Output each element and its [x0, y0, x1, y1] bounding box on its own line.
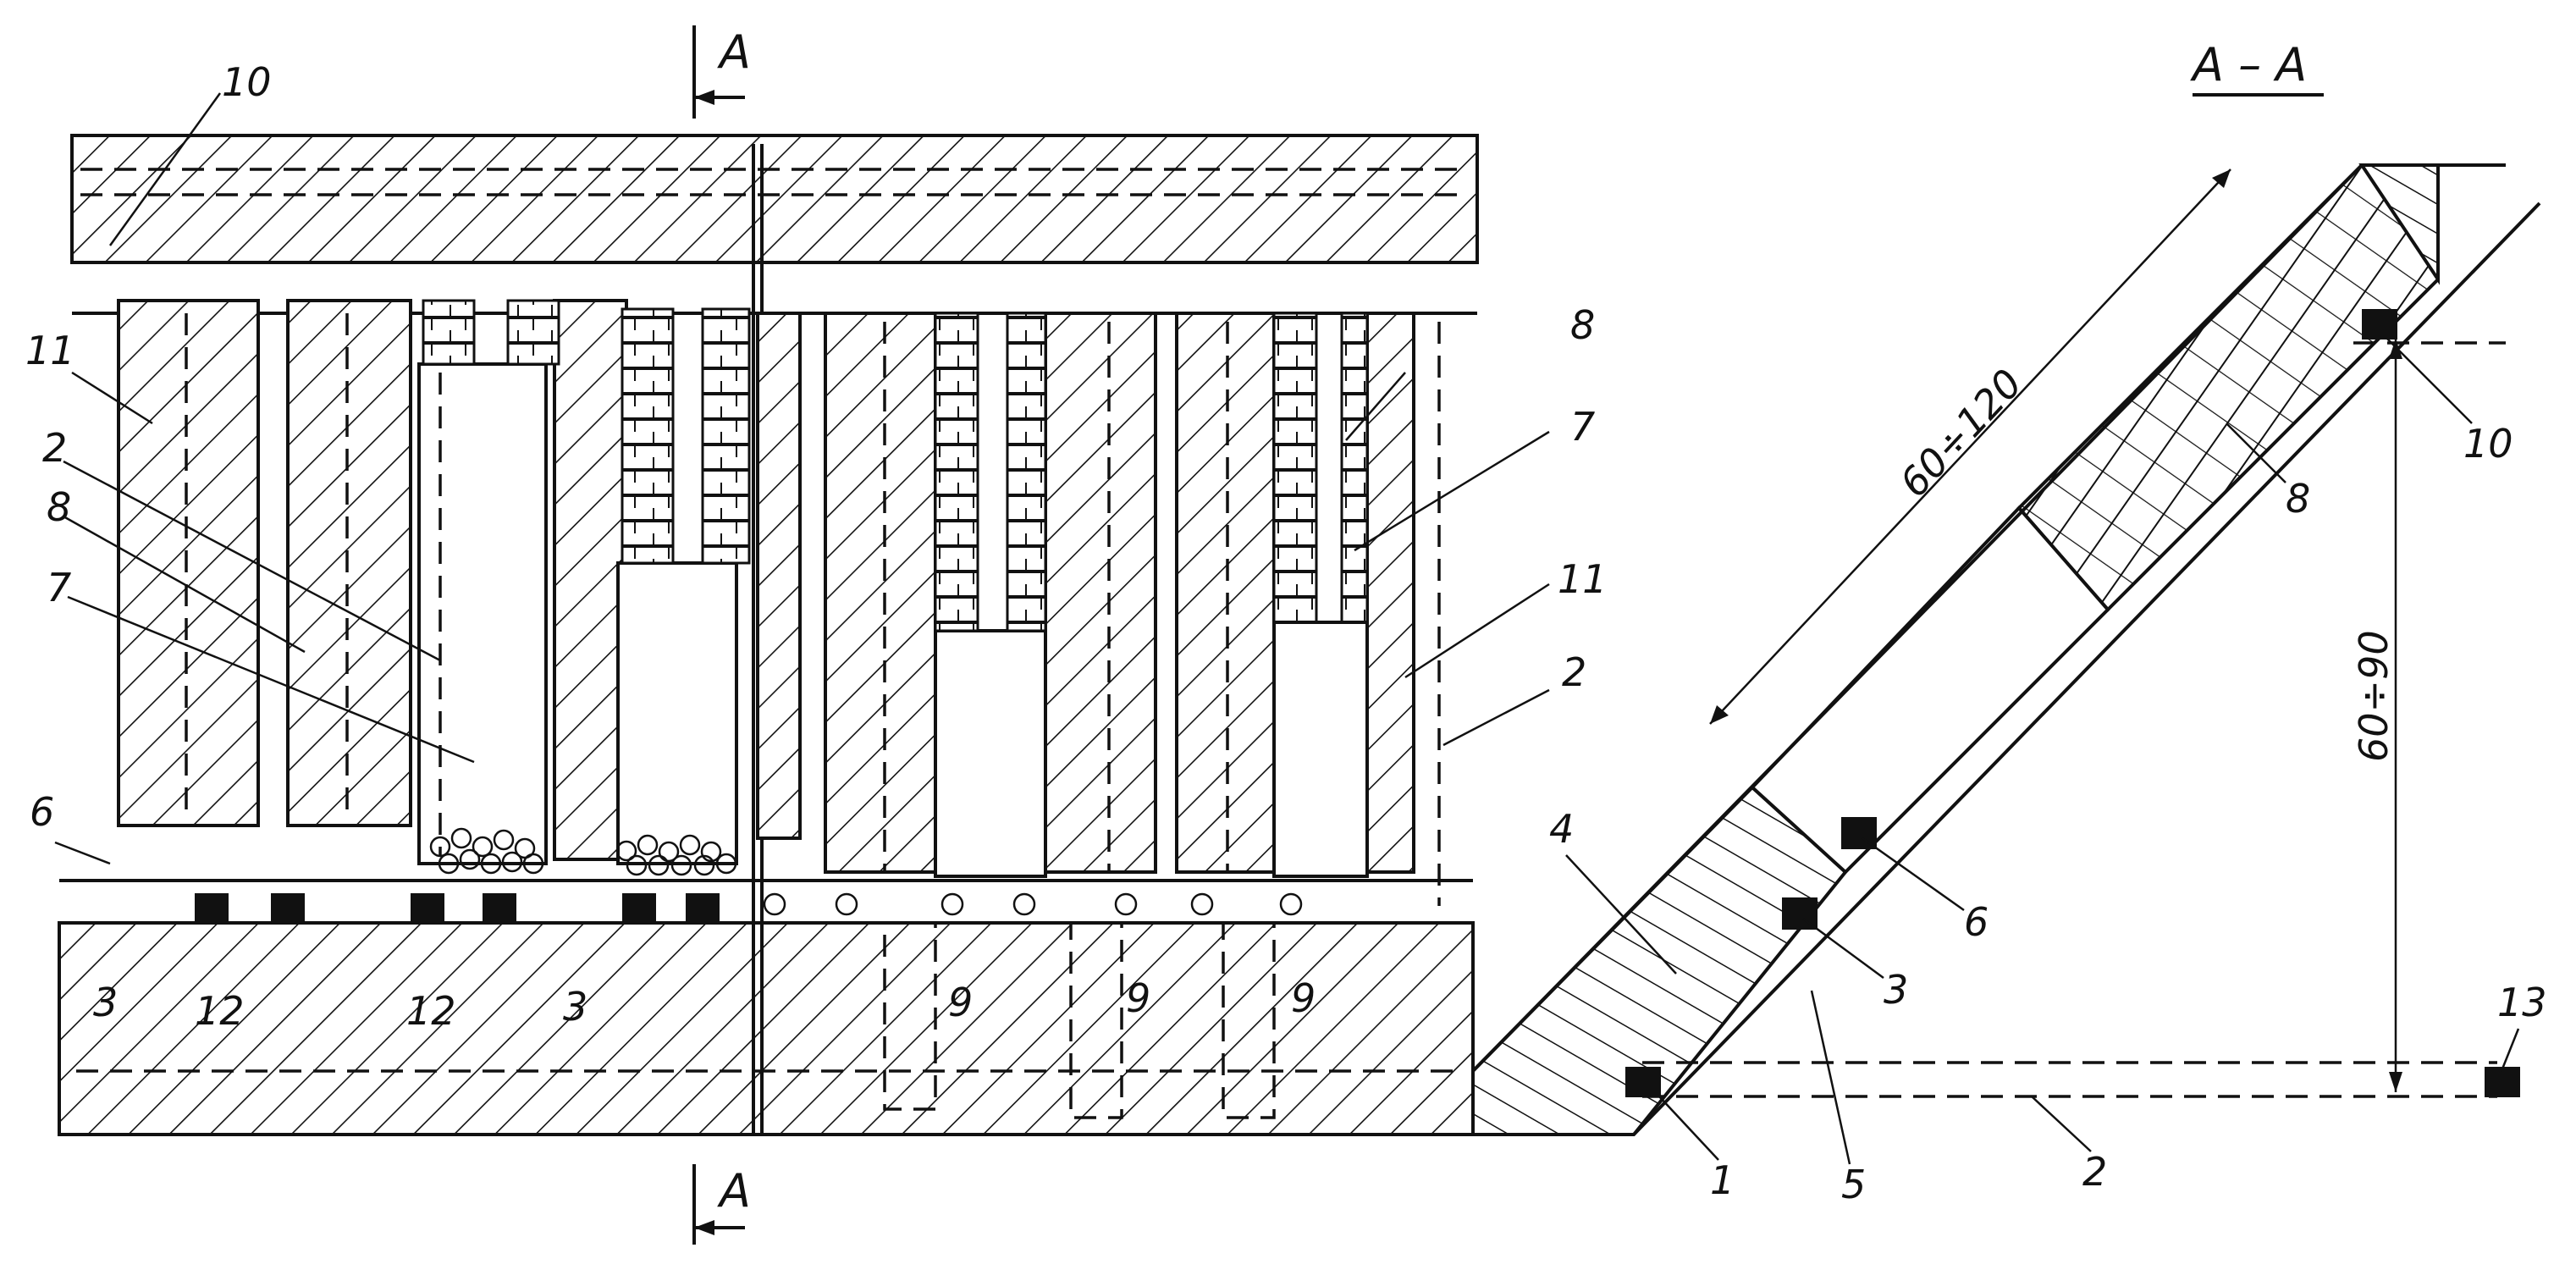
- dashed-raise: [1069, 921, 1123, 1119]
- pillar: [756, 312, 802, 840]
- label-2: 2: [42, 425, 67, 471]
- dimension-height: 60÷90: [2351, 630, 2397, 762]
- dimension-line-length: [1709, 168, 2231, 725]
- section-label-4: 4: [1549, 806, 1574, 852]
- label-7: 7: [47, 565, 71, 610]
- bottom-rock-band: [58, 921, 1475, 1136]
- label-9b: 9: [1126, 975, 1150, 1021]
- draw-points: [195, 893, 720, 923]
- top-rock-band: [70, 134, 1479, 264]
- dashed-raise: [1222, 921, 1276, 1119]
- drift-10: [2362, 309, 2397, 340]
- label-9c: 9: [1291, 975, 1316, 1021]
- foot-wall: [1632, 202, 2541, 1136]
- section-letter-bottom: A: [717, 1164, 751, 1218]
- section-label-6: 6: [1964, 899, 1989, 945]
- ore-column: [422, 299, 476, 366]
- section-marker-bottom: A: [692, 1164, 751, 1245]
- section-label-8: 8: [2286, 476, 2310, 522]
- ore-column: [1006, 312, 1047, 632]
- section-letter-top: A: [717, 25, 751, 79]
- pillar: [553, 299, 628, 861]
- label-11: 11: [25, 328, 75, 373]
- label-9: 9: [948, 980, 973, 1025]
- section-label-10: 10: [2463, 421, 2513, 467]
- drift-13: [2485, 1067, 2520, 1097]
- ore-column: [621, 307, 675, 565]
- hanging-wall: [1471, 163, 2364, 1073]
- ore-column: [934, 312, 979, 632]
- label-12: 12: [195, 988, 245, 1034]
- stope-void: [934, 629, 1047, 878]
- loading-points: [763, 892, 1303, 916]
- pillar: [117, 299, 260, 827]
- section-label-2: 2: [2082, 1149, 2107, 1195]
- section-view: A – A 60÷120 60÷90: [1471, 38, 2547, 1207]
- drift-1: [1625, 1067, 1661, 1097]
- section-title: A – A: [2190, 38, 2307, 91]
- ore-column: [506, 299, 560, 366]
- plan-view: A A 10 11 2 8 7 6 3 12 12: [25, 25, 1608, 1245]
- stope-void: [616, 561, 738, 865]
- label-6: 6: [30, 789, 54, 835]
- label-8: 8: [47, 484, 71, 530]
- section-label-13: 13: [2497, 980, 2547, 1025]
- label-2r: 2: [1562, 649, 1586, 695]
- pillar: [824, 312, 937, 874]
- plan-leader-lines: [54, 92, 1550, 865]
- ore-shrinkage-zone: [2016, 163, 2440, 612]
- pillar: [1365, 312, 1415, 874]
- label-7r: 7: [1570, 404, 1595, 450]
- dimension-length: 60÷120: [1891, 360, 2032, 505]
- label-10: 10: [222, 59, 272, 105]
- stope-void: [417, 362, 548, 865]
- pillar: [286, 299, 412, 827]
- stope-open-space: [1750, 505, 2110, 875]
- section-label-1: 1: [1710, 1157, 1735, 1203]
- label-12b: 12: [406, 988, 456, 1034]
- ore-column: [1340, 312, 1369, 624]
- section-label-3: 3: [1884, 967, 1908, 1013]
- dashed-raise: [883, 921, 937, 1111]
- label-8r: 8: [1570, 302, 1595, 348]
- pillar: [1175, 312, 1276, 874]
- broken-ore-pile: [429, 827, 737, 876]
- label-11r: 11: [1558, 556, 1608, 602]
- label-3: 3: [93, 980, 118, 1025]
- ore-column: [1272, 312, 1318, 624]
- section-marker-top: A: [692, 25, 751, 119]
- section-leader-lines: [1565, 338, 2520, 1165]
- stope-void: [1272, 621, 1369, 878]
- label-3b: 3: [563, 984, 587, 1030]
- section-label-5: 5: [1841, 1162, 1866, 1207]
- ore-column: [701, 307, 751, 565]
- pillar: [1044, 312, 1157, 874]
